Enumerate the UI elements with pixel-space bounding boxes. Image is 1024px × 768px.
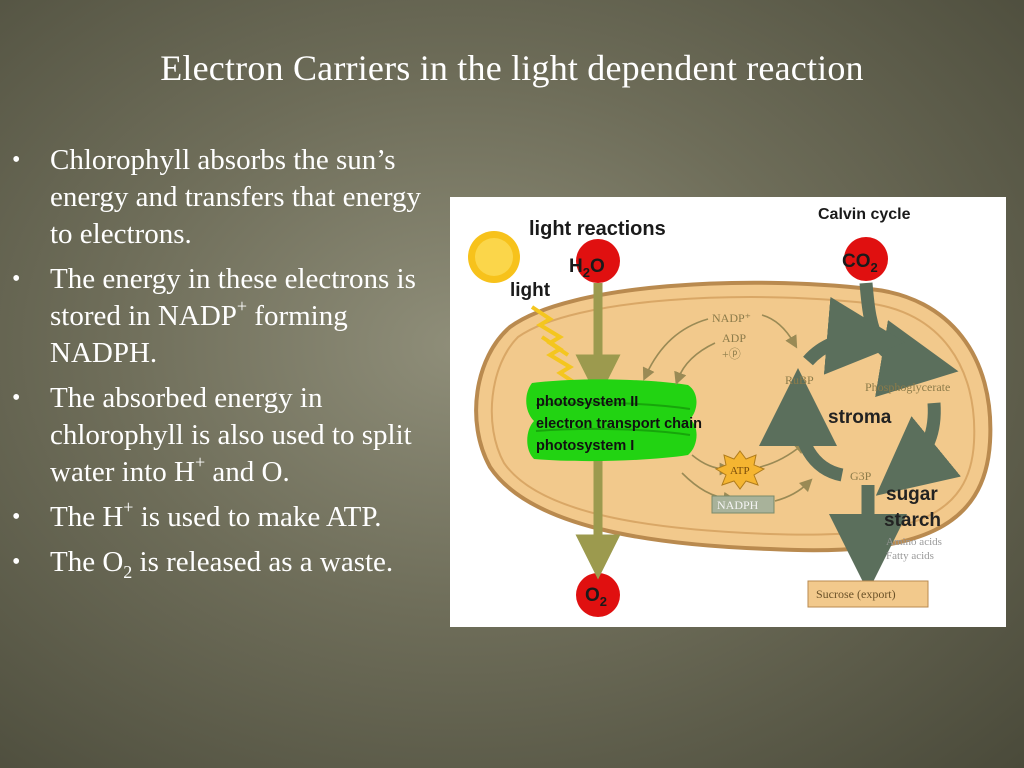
fatty-acids-label: Fatty acids [886, 550, 934, 562]
nadph-box [711, 495, 775, 514]
sucrose-export-box [807, 580, 929, 608]
photosynthesis-diagram: H2O CO2 O2 photosystem II electron trans… [450, 197, 1006, 627]
g3p-label: G3P [850, 469, 872, 483]
sugar-label: sugar [886, 484, 938, 505]
bullet-text-cont: and O. [205, 456, 290, 488]
calvin-cycle-label: Calvin cycle [818, 206, 911, 223]
nadp-plus-label: NADP⁺ [712, 311, 751, 325]
superscript: + [236, 296, 248, 317]
diagram-svg: H2O CO2 O2 photosystem II electron trans… [468, 206, 993, 617]
co2-molecule [844, 237, 888, 281]
starch-label: starch [884, 510, 941, 531]
superscript: + [123, 497, 134, 518]
bullet-text: The absorbed energy in chlorophyll is al… [50, 382, 412, 488]
bullet-dot-icon: • [12, 385, 21, 411]
co2-label: CO2 [842, 251, 878, 275]
subscript: 2 [123, 561, 133, 582]
bullet-text-cont: forming NADPH. [50, 300, 348, 369]
superscript: + [194, 452, 206, 473]
h2o-molecule [576, 239, 620, 283]
bullet-text: Chlorophyll absorbs the sun’s energy and… [50, 144, 421, 250]
bullet-item: • Chlorophyll absorbs the sun’s energy a… [8, 142, 448, 253]
amino-acids-label: Amino acids [886, 536, 942, 548]
bullet-list: • Chlorophyll absorbs the sun’s energy a… [8, 142, 448, 589]
rubp-label: RuBP [785, 373, 814, 387]
bullet-item: • The H+ is used to make ATP. [8, 497, 448, 536]
bullet-dot-icon: • [12, 266, 21, 292]
photosystem-i-label: photosystem I [536, 438, 634, 454]
bullet-dot-icon: • [12, 549, 21, 575]
sun-icon [468, 231, 520, 283]
bullet-text-cont: is used to make ATP. [133, 501, 382, 533]
light-ray-icon [530, 305, 580, 387]
o2-molecule [576, 573, 620, 617]
chloroplast-inner-edge [490, 296, 976, 536]
light-reactions-label: light reactions [529, 218, 666, 240]
photosystem-ii-label: photosystem II [536, 394, 638, 410]
bullet-item: • The energy in these electrons is store… [8, 261, 448, 372]
o2-label: O2 [585, 585, 607, 609]
atp-burst-icon [714, 450, 766, 490]
light-label: light [510, 280, 551, 301]
bullet-dot-icon: • [12, 147, 21, 173]
bullet-text: The H [50, 501, 124, 533]
electron-transport-chain-label: electron transport chain [536, 416, 702, 432]
bullet-item: • The O2 is released as a waste. [8, 544, 448, 581]
phosphate-label: +ⓟ [722, 347, 741, 361]
atp-label: ATP [730, 465, 750, 477]
bullet-text-cont: is released as a waste. [132, 546, 394, 578]
adp-label: ADP [722, 331, 746, 345]
stroma-label: stroma [828, 407, 892, 428]
bullet-text: The O [50, 546, 124, 578]
sucrose-export-label: Sucrose (export) [816, 587, 896, 601]
bullet-dot-icon: • [12, 504, 21, 530]
phosphoglycerate-label: Phosphoglycerate [865, 380, 950, 394]
thylakoid-stack [526, 379, 697, 462]
bullet-text: The energy in these electrons is stored … [50, 263, 416, 332]
bullet-item: • The absorbed energy in chlorophyll is … [8, 380, 448, 491]
h2o-label: H2O [569, 256, 605, 280]
slide-title: Electron Carriers in the light dependent… [160, 48, 864, 88]
calvin-cycle-arrows [759, 282, 961, 592]
nadph-label: NADPH [717, 498, 759, 512]
